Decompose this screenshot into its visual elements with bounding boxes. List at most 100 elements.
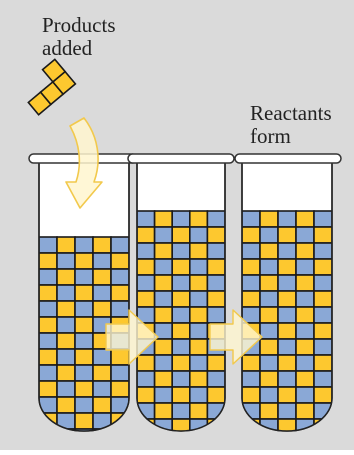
products-label-line2: added bbox=[42, 36, 93, 60]
mixture-square bbox=[74, 364, 94, 382]
mixture-square bbox=[56, 268, 76, 286]
mixture-square bbox=[92, 364, 112, 382]
mixture-square bbox=[277, 306, 297, 324]
mixture-square bbox=[259, 274, 279, 292]
mixture-square bbox=[92, 268, 112, 286]
mixture-square bbox=[313, 370, 332, 388]
right-arrow-icon-2 bbox=[209, 309, 263, 365]
mixture-square bbox=[92, 252, 112, 270]
mixture-square bbox=[295, 306, 315, 324]
mixture-square bbox=[295, 370, 315, 388]
mixture-square bbox=[137, 242, 156, 260]
mixture-square bbox=[189, 402, 209, 420]
curved-down-arrow-icon bbox=[65, 117, 103, 209]
mixture-square bbox=[153, 370, 174, 388]
mixture-square bbox=[56, 236, 76, 254]
mixture-square bbox=[242, 418, 261, 431]
mixture-square bbox=[39, 252, 58, 270]
mixture-square bbox=[313, 354, 332, 372]
mixture-square bbox=[56, 396, 76, 414]
mixture-square bbox=[92, 428, 112, 431]
mixture-square bbox=[242, 274, 261, 292]
mixture-square bbox=[189, 306, 209, 324]
mixture-square bbox=[110, 252, 129, 270]
mixture-square bbox=[277, 418, 297, 431]
mixture-square bbox=[189, 338, 209, 356]
mixture-square bbox=[39, 332, 58, 350]
mixture-square bbox=[313, 306, 332, 324]
mixture-square bbox=[153, 210, 174, 228]
mixture-square bbox=[56, 284, 76, 302]
tube-3-rim bbox=[234, 153, 342, 164]
mixture-square bbox=[206, 274, 225, 292]
mixture-square bbox=[153, 354, 174, 372]
mixture-square bbox=[277, 354, 297, 372]
mixture-square bbox=[39, 316, 58, 334]
mixture-square bbox=[56, 316, 76, 334]
mixture-square bbox=[153, 306, 174, 324]
mixture-square bbox=[206, 386, 225, 404]
mixture-square bbox=[295, 386, 315, 404]
mixture-square bbox=[277, 226, 297, 244]
mixture-square bbox=[74, 380, 94, 398]
tube-rims bbox=[28, 153, 342, 164]
mixture-square bbox=[259, 418, 279, 431]
mixture-square bbox=[259, 338, 279, 356]
mixture-square bbox=[313, 418, 332, 431]
mixture-square bbox=[137, 226, 156, 244]
mixture-square bbox=[313, 338, 332, 356]
mixture-square bbox=[313, 258, 332, 276]
mixture-square bbox=[242, 386, 261, 404]
mixture-square bbox=[110, 380, 129, 398]
mixture-square bbox=[295, 210, 315, 228]
mixture-square bbox=[313, 290, 332, 308]
mixture-square bbox=[153, 274, 174, 292]
mixture-square bbox=[153, 242, 174, 260]
mixture-square bbox=[277, 290, 297, 308]
mixture-square bbox=[56, 252, 76, 270]
mixture-square bbox=[153, 418, 174, 431]
mixture-square bbox=[171, 258, 191, 276]
mixture-square bbox=[110, 236, 129, 254]
mixture-square bbox=[206, 370, 225, 388]
mixture-square bbox=[137, 370, 156, 388]
mixture-square bbox=[39, 364, 58, 382]
mixture-square bbox=[171, 306, 191, 324]
mixture-square bbox=[242, 258, 261, 276]
mixture-square bbox=[242, 226, 261, 244]
mixture-square bbox=[242, 354, 261, 372]
mixture-square bbox=[92, 236, 112, 254]
mixture-square bbox=[189, 274, 209, 292]
mixture-square bbox=[242, 370, 261, 388]
mixture-square bbox=[277, 322, 297, 340]
mixture-square bbox=[137, 418, 156, 431]
mixture-square bbox=[39, 236, 58, 254]
mixture-square bbox=[295, 258, 315, 276]
mixture-square bbox=[56, 364, 76, 382]
mixture-square bbox=[206, 306, 225, 324]
mixture-square bbox=[277, 370, 297, 388]
mixture-square bbox=[295, 354, 315, 372]
mixture-square bbox=[153, 402, 174, 420]
mixture-square bbox=[74, 268, 94, 286]
mixture-square bbox=[259, 370, 279, 388]
mixture-square bbox=[171, 210, 191, 228]
mixture-square bbox=[206, 354, 225, 372]
tetromino-squares-icon bbox=[27, 58, 77, 116]
mixture-square bbox=[74, 300, 94, 318]
mixture-square bbox=[189, 418, 209, 431]
mixture-square bbox=[277, 386, 297, 404]
mixture-square bbox=[277, 338, 297, 356]
mixture-square bbox=[189, 370, 209, 388]
tube-3-outline bbox=[241, 160, 333, 432]
mixture-square bbox=[92, 396, 112, 414]
mixture-square bbox=[295, 338, 315, 356]
mixture-square bbox=[110, 268, 129, 286]
mixture-square bbox=[92, 300, 112, 318]
mixture-square bbox=[313, 242, 332, 260]
mixture-square bbox=[153, 386, 174, 404]
mixture-square bbox=[56, 428, 76, 431]
mixture-square bbox=[171, 402, 191, 420]
mixture-square bbox=[56, 332, 76, 350]
mixture-square bbox=[74, 284, 94, 302]
